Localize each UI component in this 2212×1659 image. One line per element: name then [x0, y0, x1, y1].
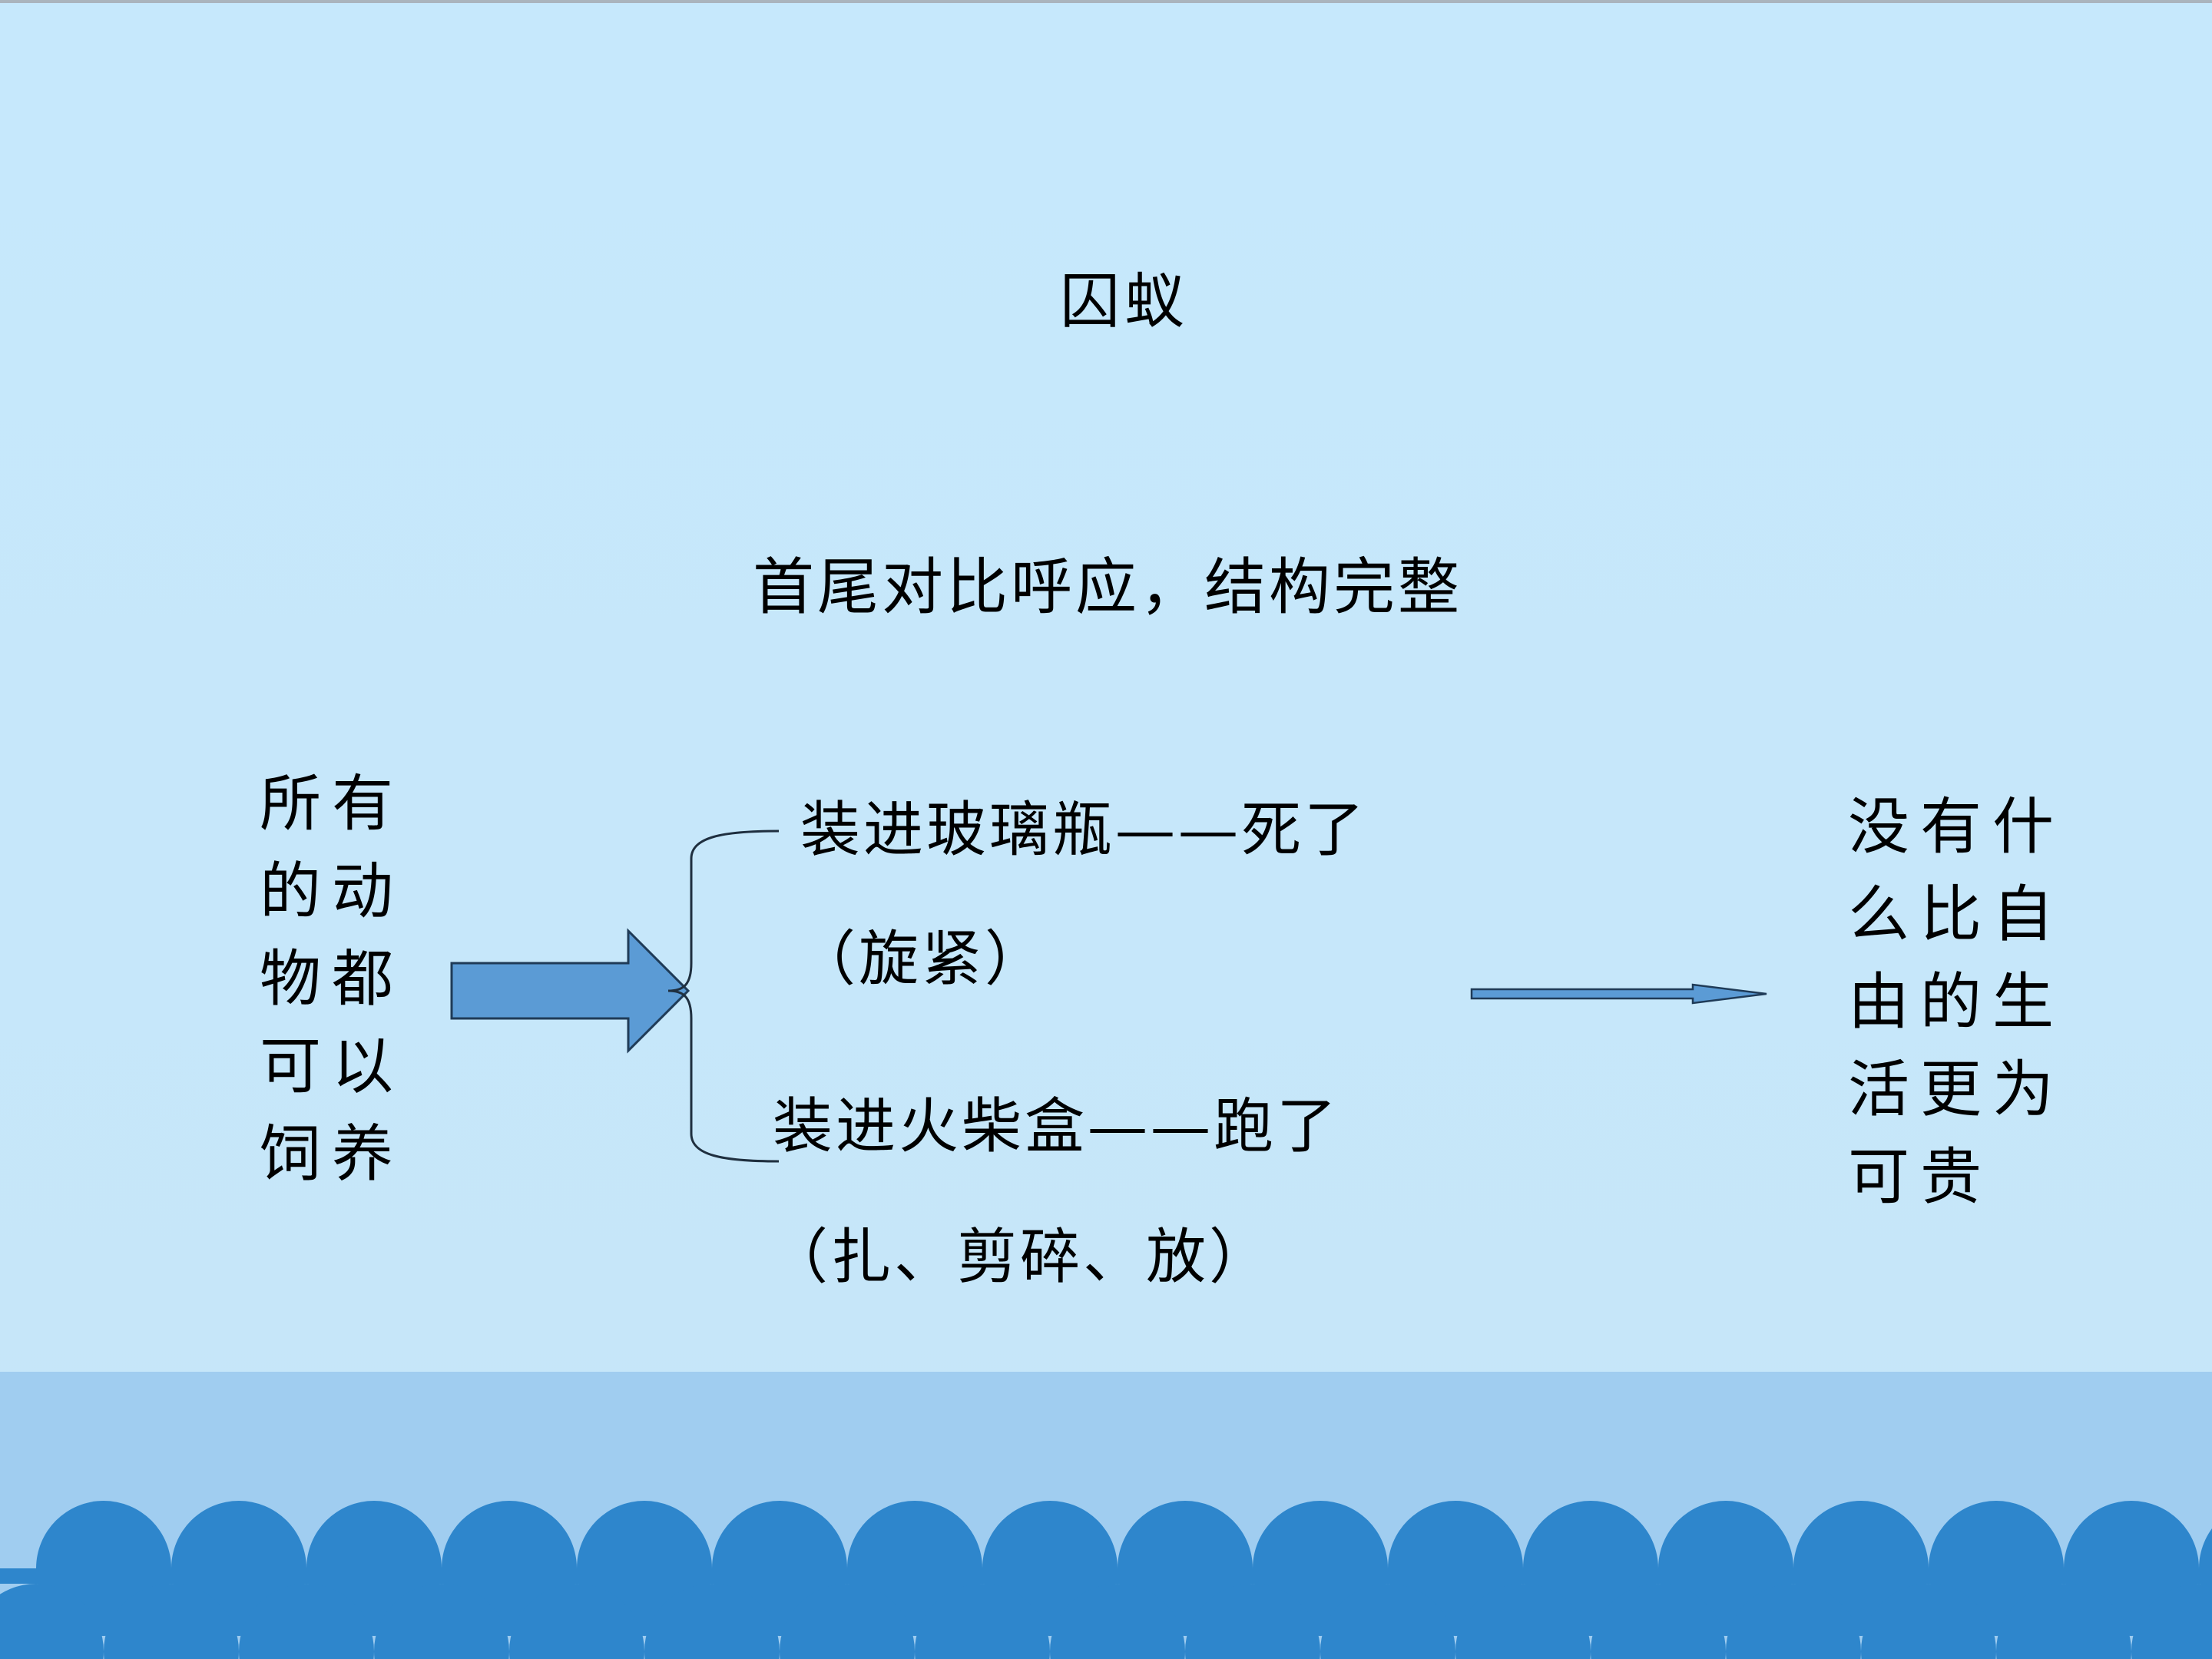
- wave-scallop: [2131, 1584, 2212, 1659]
- wave-scallop: [1185, 1584, 1320, 1659]
- left-brace-icon: [667, 830, 780, 1163]
- wave-scallop: [0, 1584, 104, 1659]
- wave-scallop: [509, 1584, 644, 1659]
- thin-arrow-icon: [1470, 983, 1767, 1005]
- wave-scallop: [1320, 1584, 1455, 1659]
- wave-scallop: [1861, 1584, 1996, 1659]
- wave-strip: [0, 1568, 2212, 1584]
- wave-scallop: [1726, 1584, 1861, 1659]
- wave-scallop: [1591, 1584, 1726, 1659]
- wave-scallop: [644, 1584, 780, 1659]
- conclusion-text: 没有什 么比自 由的生 活更为 可贵: [1848, 791, 2065, 1213]
- slide-title: 囚蚁: [1060, 267, 1190, 336]
- block-arrow-icon: [450, 928, 690, 1054]
- branch-matchbox-note: （扎、剪碎、放）: [768, 1223, 1273, 1292]
- wave-scallop: [239, 1584, 374, 1659]
- wave-scallop: [1996, 1584, 2131, 1659]
- wave-scallop: [1050, 1584, 1185, 1659]
- top-border: [0, 0, 2212, 3]
- wave-scallop: [780, 1584, 915, 1659]
- premise-text: 所有 的动 物都 可以 饲养: [260, 768, 404, 1190]
- branch-bottle-note: （旋紧）: [796, 925, 1048, 994]
- wave-scallop: [915, 1584, 1050, 1659]
- wave-scallop: [1455, 1584, 1591, 1659]
- branch-bottle-label: 装进玻璃瓶——死了: [800, 796, 1368, 865]
- wave-scallop: [374, 1584, 509, 1659]
- branch-matchbox-label: 装进火柴盒——跑了: [773, 1092, 1340, 1161]
- wave-scallop: [104, 1584, 239, 1659]
- slide-subtitle: 首尾对比呼应，结构完整: [753, 551, 1462, 623]
